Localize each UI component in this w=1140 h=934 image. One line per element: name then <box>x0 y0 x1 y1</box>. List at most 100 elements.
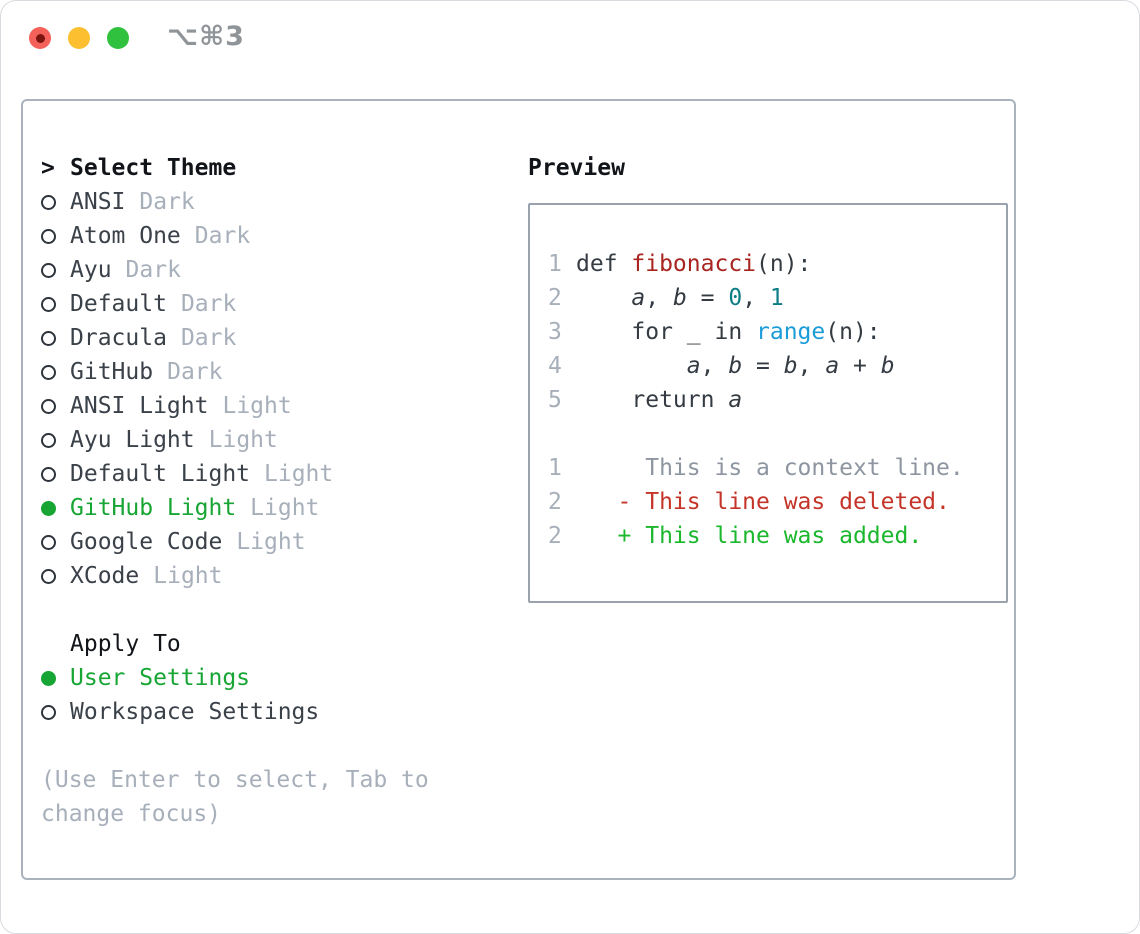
apply-option[interactable]: User Settings <box>41 661 319 695</box>
line-number: 2 <box>548 523 562 549</box>
cursor-marker: > <box>41 155 55 181</box>
maximize-button[interactable] <box>107 27 129 49</box>
code-line <box>548 417 1006 451</box>
option-label: GitHub <box>70 359 154 385</box>
code-line: 3 for _ in range(n): <box>548 315 1006 349</box>
option-label: ANSI <box>70 189 126 215</box>
theme-option[interactable]: Default Light Light <box>41 457 333 491</box>
radio-icon <box>41 704 56 720</box>
option-variant-label: Dark <box>125 257 181 283</box>
code-token: range <box>756 319 826 345</box>
unsaved-dot-icon <box>35 33 45 43</box>
theme-option[interactable]: GitHub Dark <box>41 355 333 389</box>
window-titlebar: ⌥⌘3 <box>1 1 1139 76</box>
radio-icon <box>41 534 56 550</box>
line-number: 1 <box>548 251 562 277</box>
apply-to-header: Apply To <box>41 627 319 661</box>
code-token: a <box>728 387 743 413</box>
code-token: fibonacci <box>631 251 757 277</box>
radio-icon <box>41 398 56 414</box>
code-token <box>576 281 631 315</box>
select-theme-header: > Select Theme <box>41 151 333 185</box>
help-line-1: (Use Enter to select, Tab to <box>41 767 429 793</box>
code-token: b <box>728 353 743 379</box>
radio-icon <box>41 364 56 380</box>
help-line-2: change focus) <box>41 801 222 827</box>
code-line: 2 + This line was added. <box>548 519 1006 553</box>
code-token <box>576 349 687 383</box>
code-token: (n): <box>756 251 812 277</box>
code-token: 0 <box>728 285 743 311</box>
code-token: - This line was deleted. <box>576 489 950 515</box>
option-variant-label: Dark <box>167 359 223 385</box>
theme-option[interactable]: ANSI Dark <box>41 185 333 219</box>
preview-header: Preview <box>528 155 625 181</box>
option-label: GitHub Light <box>70 495 237 521</box>
option-label: XCode <box>70 563 140 589</box>
radio-icon <box>41 466 56 482</box>
code-token: + This line was added. <box>576 523 923 549</box>
code-line: 2 a, b = 0, 1 <box>548 281 1006 315</box>
code-line: 1 This is a context line. <box>548 451 1006 485</box>
theme-option[interactable]: XCode Light <box>41 559 333 593</box>
theme-option[interactable]: Atom One Dark <box>41 219 333 253</box>
code-token: def <box>576 251 632 277</box>
option-variant-label: Light <box>208 427 278 453</box>
radio-icon <box>41 194 56 210</box>
option-label: Default Light <box>70 461 251 487</box>
radio-selected-icon <box>41 500 56 516</box>
option-variant-label: Dark <box>139 189 195 215</box>
line-number: 3 <box>548 319 562 345</box>
radio-icon <box>41 228 56 244</box>
code-token: , <box>700 353 729 379</box>
option-variant-label: Dark <box>180 291 237 317</box>
option-variant-label: Light <box>264 461 334 487</box>
option-label: Default <box>70 291 167 317</box>
option-label: Atom One <box>70 223 181 249</box>
radio-icon <box>41 296 56 312</box>
window-shortcut-label: ⌥⌘3 <box>167 21 245 52</box>
minimize-button[interactable] <box>68 27 90 49</box>
code-token: , <box>742 285 770 311</box>
code-line: 5 return a <box>548 383 1006 417</box>
code-token: b <box>783 353 798 379</box>
apply-option[interactable]: Workspace Settings <box>41 695 319 729</box>
option-label: User Settings <box>70 665 251 691</box>
select-theme-title: Select Theme <box>70 155 237 181</box>
close-button[interactable] <box>29 27 51 49</box>
option-label: Dracula <box>70 325 167 351</box>
code-token: This is a context line. <box>576 455 964 481</box>
line-number: 1 <box>548 455 562 481</box>
code-token: a <box>825 353 840 379</box>
option-variant-label: Dark <box>180 325 237 351</box>
radio-icon <box>41 568 56 584</box>
code-token: (n): <box>825 319 881 345</box>
option-variant-label: Light <box>222 393 292 419</box>
line-number: 2 <box>548 285 562 311</box>
option-label: Google Code <box>70 529 223 555</box>
option-label: Ayu <box>70 257 112 283</box>
theme-option[interactable]: Ayu Dark <box>41 253 333 287</box>
line-number: 2 <box>548 489 562 515</box>
code-token: b <box>880 353 895 379</box>
theme-option[interactable]: Default Dark <box>41 287 333 321</box>
radio-icon <box>41 432 56 448</box>
radio-selected-icon <box>41 670 56 686</box>
option-variant-label: Light <box>153 563 223 589</box>
theme-option[interactable]: Dracula Dark <box>41 321 333 355</box>
code-line: 1 def fibonacci(n): <box>548 247 1006 281</box>
code-token: b <box>672 285 687 311</box>
option-variant-label: Dark <box>194 223 251 249</box>
code-token: a <box>631 285 646 311</box>
line-number <box>548 417 576 451</box>
